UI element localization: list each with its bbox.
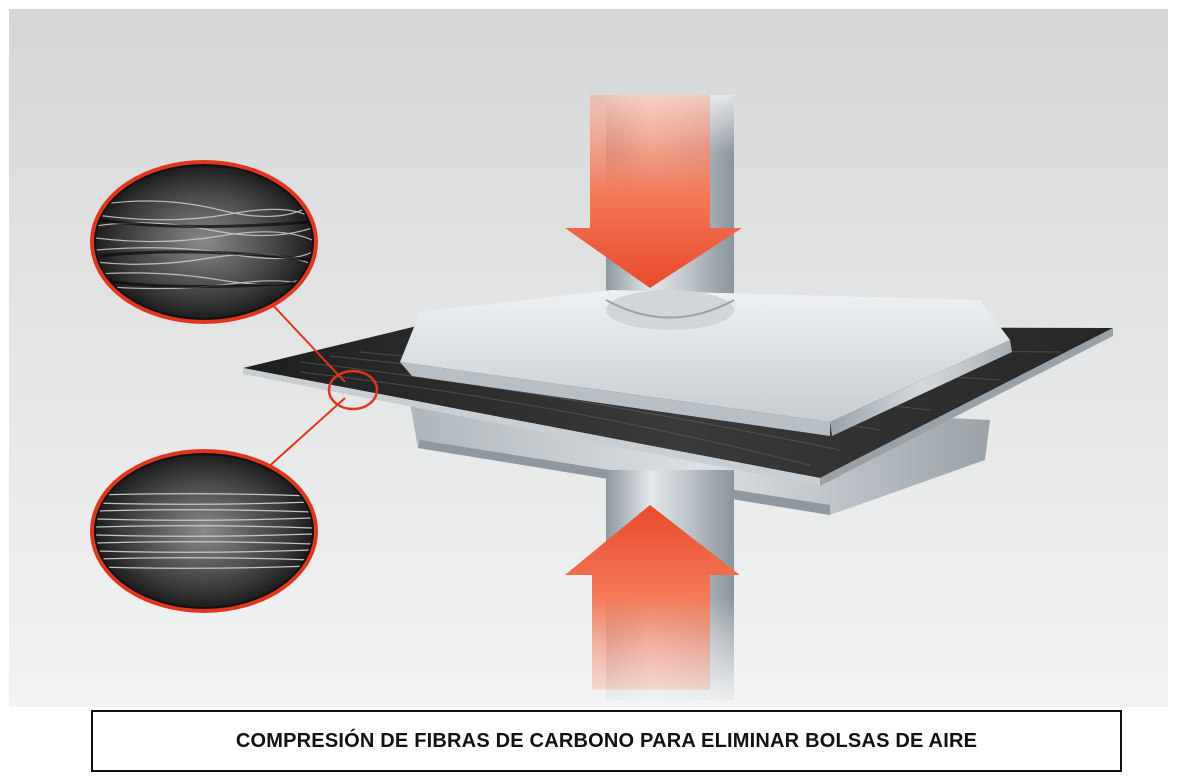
zoom-circle-top: [90, 160, 318, 324]
illustration-frame: [7, 7, 1170, 709]
zoom-circle-bottom: [90, 449, 318, 613]
up-arrow-icon: [565, 505, 740, 690]
down-arrow-icon: [565, 95, 742, 288]
caption-text: COMPRESIÓN DE FIBRAS DE CARBONO PARA ELI…: [235, 729, 978, 752]
zoom-callout-lines: [264, 299, 379, 471]
caption-box: COMPRESIÓN DE FIBRAS DE CARBONO PARA ELI…: [91, 710, 1122, 772]
upper-press-plate: [400, 290, 1012, 436]
